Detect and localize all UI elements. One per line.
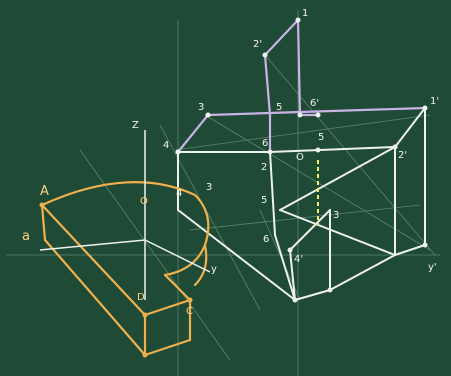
label-2-right: 2' bbox=[398, 150, 407, 161]
label-C: C bbox=[186, 306, 193, 317]
label-3-curve: 3 bbox=[206, 182, 212, 193]
label-axis-y-right: y' bbox=[428, 262, 437, 273]
label-5: 5 bbox=[276, 102, 282, 113]
vertex-dots bbox=[39, 17, 428, 358]
label-axis-y-left: y bbox=[211, 264, 217, 275]
label-4: 4 bbox=[163, 140, 169, 151]
label-O-curve: O bbox=[140, 196, 148, 207]
label-3: 3 bbox=[198, 102, 204, 113]
label-1-right: 1' bbox=[430, 96, 439, 107]
label-D: D bbox=[137, 292, 145, 303]
label-6: 6' bbox=[310, 98, 319, 109]
label-4-low: 4' bbox=[294, 254, 303, 265]
label-6-low: 6 bbox=[263, 234, 269, 245]
left-axes bbox=[39, 130, 211, 300]
label-axis-z: Z bbox=[132, 120, 139, 131]
label-A: A bbox=[40, 184, 49, 199]
label-2-mid: 2 bbox=[261, 162, 267, 173]
purple-edges bbox=[176, 18, 427, 154]
label-2: 2' bbox=[253, 39, 262, 50]
prism-outline bbox=[177, 107, 426, 301]
label-o: O bbox=[296, 152, 304, 163]
label-4-curve: 4 bbox=[176, 188, 182, 199]
orange-solid bbox=[40, 181, 210, 357]
label-3-low: 3 bbox=[333, 210, 339, 221]
label-5-mid: 5 bbox=[261, 195, 267, 206]
label-5-inner: 5 bbox=[318, 132, 324, 143]
label-6-inner: 6 bbox=[262, 138, 268, 149]
label-a: a bbox=[22, 229, 30, 244]
label-1-top: 1 bbox=[302, 8, 308, 19]
